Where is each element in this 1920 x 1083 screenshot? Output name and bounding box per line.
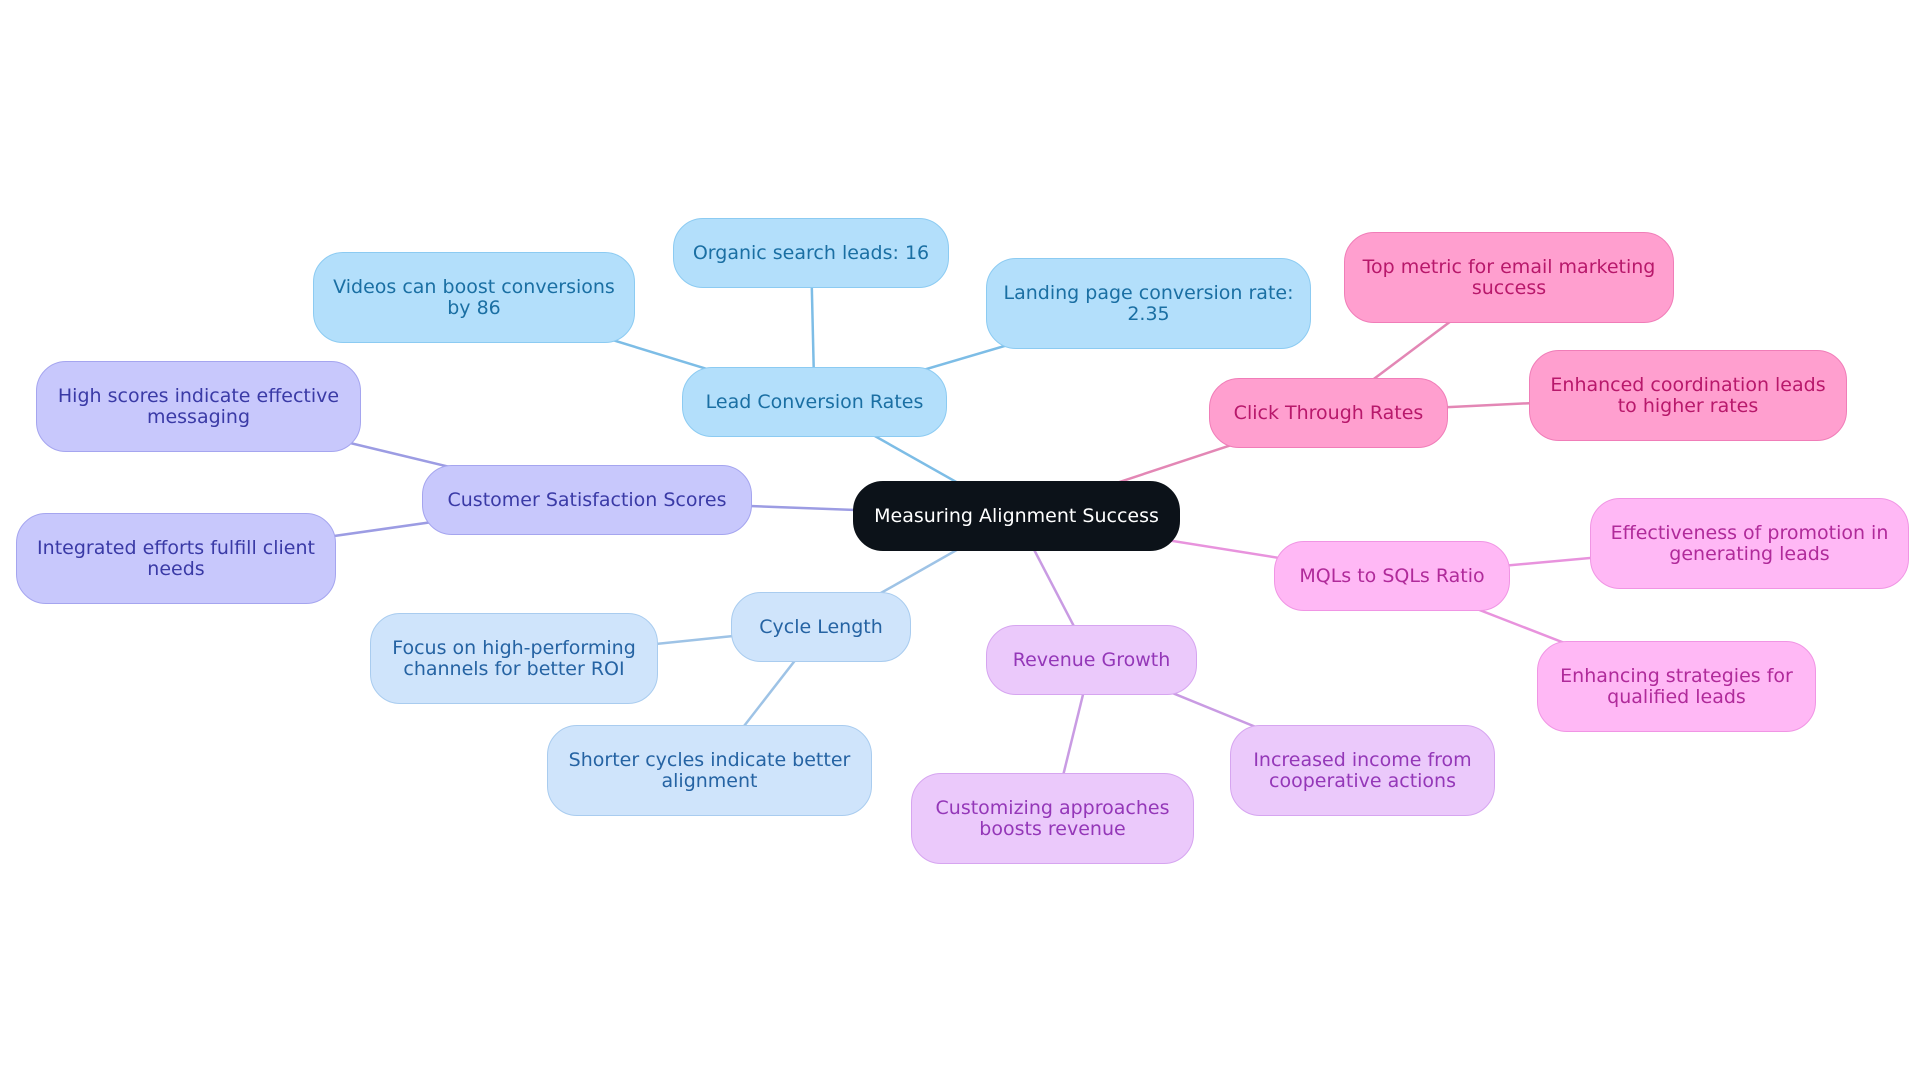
- leaf-node-integrated-efforts-label: Integrated efforts fulfill client needs: [37, 536, 315, 580]
- branch-node-lead-conversion-rates[interactable]: Lead Conversion Rates: [682, 367, 947, 437]
- leaf-node-integrated-efforts[interactable]: Integrated efforts fulfill client needs: [16, 513, 336, 604]
- leaf-node-shorter-cycles[interactable]: Shorter cycles indicate better alignment: [547, 725, 872, 816]
- leaf-node-customizing[interactable]: Customizing approaches boosts revenue: [911, 773, 1194, 864]
- leaf-node-focus-channels[interactable]: Focus on high-performing channels for be…: [370, 613, 658, 704]
- root-node[interactable]: Measuring Alignment Success: [853, 481, 1180, 551]
- branch-node-customer-satisfaction-label: Customer Satisfaction Scores: [447, 488, 727, 511]
- branch-node-mqls-to-sqls[interactable]: MQLs to SQLs Ratio: [1274, 541, 1510, 611]
- branch-node-customer-satisfaction[interactable]: Customer Satisfaction Scores: [422, 465, 752, 535]
- branch-node-cycle-length-label: Cycle Length: [759, 615, 883, 638]
- leaf-node-enhanced-coordination-label: Enhanced coordination leads to higher ra…: [1550, 373, 1826, 417]
- leaf-node-enhancing-strategies[interactable]: Enhancing strategies for qualified leads: [1537, 641, 1816, 732]
- leaf-node-videos-label: Videos can boost conversions by 86: [333, 275, 615, 319]
- leaf-node-high-scores[interactable]: High scores indicate effective messaging: [36, 361, 361, 452]
- leaf-node-organic[interactable]: Organic search leads: 16: [673, 218, 949, 288]
- branch-node-revenue-growth-label: Revenue Growth: [1012, 648, 1171, 671]
- leaf-node-shorter-cycles-label: Shorter cycles indicate better alignment: [568, 748, 851, 792]
- branch-node-lead-conversion-rates-label: Lead Conversion Rates: [705, 390, 924, 413]
- leaf-node-focus-channels-label: Focus on high-performing channels for be…: [392, 636, 636, 680]
- branch-node-cycle-length[interactable]: Cycle Length: [731, 592, 911, 662]
- leaf-node-customizing-label: Customizing approaches boosts revenue: [935, 796, 1170, 840]
- leaf-node-enhanced-coordination[interactable]: Enhanced coordination leads to higher ra…: [1529, 350, 1847, 441]
- branch-node-mqls-to-sqls-label: MQLs to SQLs Ratio: [1299, 564, 1485, 587]
- leaf-node-videos[interactable]: Videos can boost conversions by 86: [313, 252, 635, 343]
- leaf-node-high-scores-label: High scores indicate effective messaging: [57, 384, 340, 428]
- branch-node-revenue-growth[interactable]: Revenue Growth: [986, 625, 1197, 695]
- leaf-node-organic-label: Organic search leads: 16: [692, 241, 930, 264]
- leaf-node-top-metric-label: Top metric for email marketing success: [1362, 255, 1656, 299]
- branch-node-click-through-rates-label: Click Through Rates: [1233, 401, 1424, 424]
- root-node-label: Measuring Alignment Success: [874, 504, 1159, 527]
- leaf-node-effectiveness-label: Effectiveness of promotion in generating…: [1610, 521, 1889, 565]
- branch-node-click-through-rates[interactable]: Click Through Rates: [1209, 378, 1448, 448]
- leaf-node-increased-income-label: Increased income from cooperative action…: [1253, 748, 1472, 792]
- leaf-node-top-metric[interactable]: Top metric for email marketing success: [1344, 232, 1674, 323]
- leaf-node-effectiveness[interactable]: Effectiveness of promotion in generating…: [1590, 498, 1909, 589]
- leaf-node-landing[interactable]: Landing page conversion rate: 2.35: [986, 258, 1311, 349]
- leaf-node-enhancing-strategies-label: Enhancing strategies for qualified leads: [1560, 664, 1793, 708]
- leaf-node-landing-label: Landing page conversion rate: 2.35: [1003, 281, 1294, 325]
- leaf-node-increased-income[interactable]: Increased income from cooperative action…: [1230, 725, 1495, 816]
